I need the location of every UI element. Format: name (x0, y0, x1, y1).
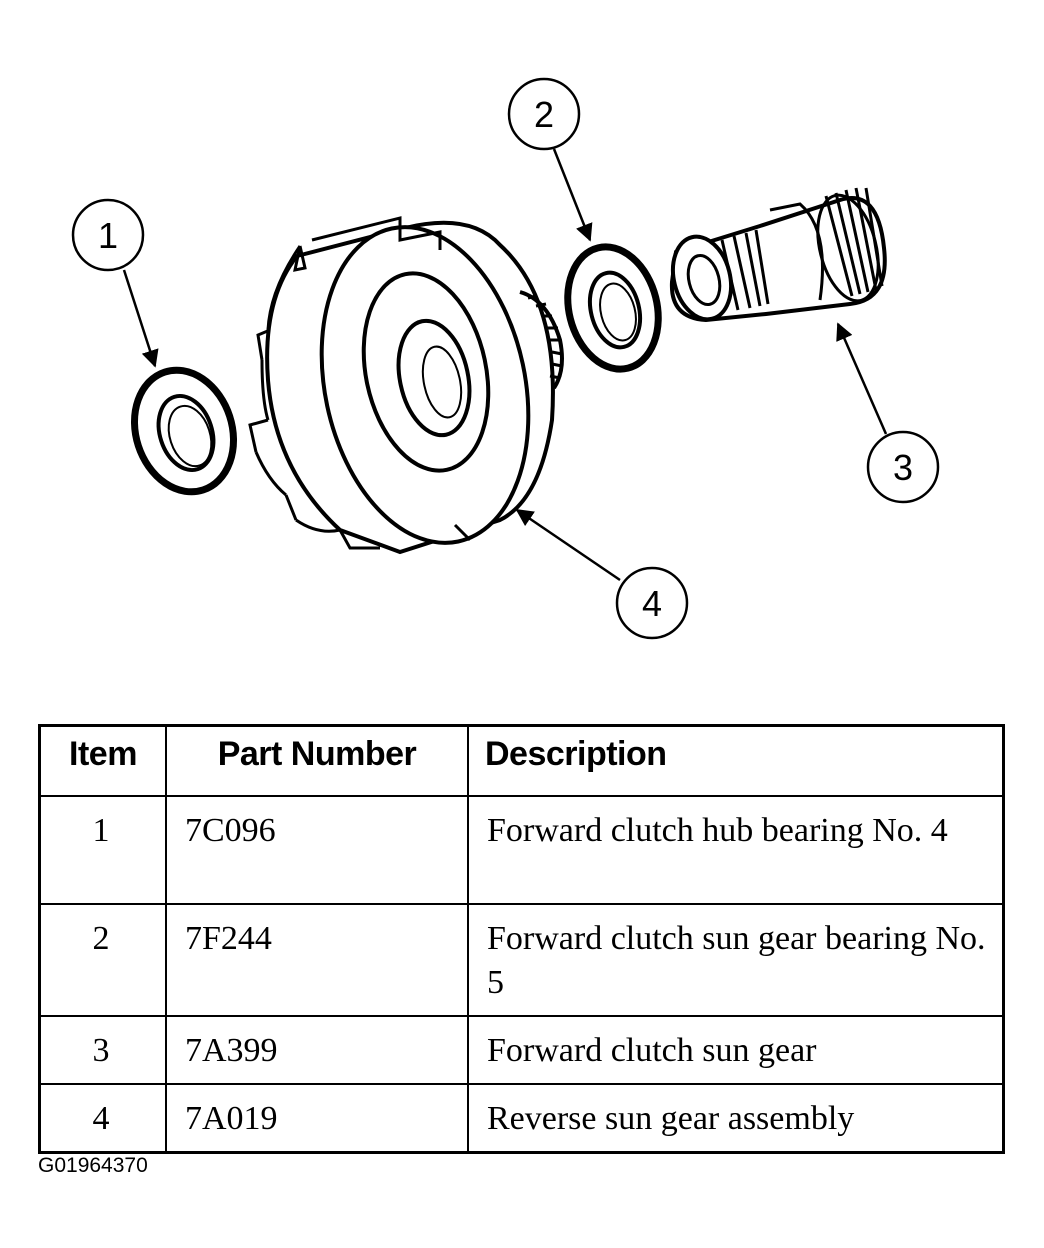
exploded-parts-diagram: 1 2 3 4 (71, 77, 940, 640)
row-description: Forward clutch hub bearing No. 4 (467, 795, 1005, 905)
row-part-number: 7C096 (165, 795, 469, 905)
table-row: 2 7F244 Forward clutch sun gear bearing … (38, 903, 1005, 1017)
header-part-number: Part Number (165, 724, 469, 797)
reverse-sun-gear-drum (248, 216, 564, 555)
table-header-row: Item Part Number Description (38, 724, 1005, 797)
row-description: Forward clutch sun gear bearing No. 5 (467, 903, 1005, 1017)
callout-1: 1 (71, 198, 159, 368)
row-item: 4 (38, 1083, 167, 1154)
svg-text:2: 2 (534, 94, 554, 135)
forward-clutch-sun-gear (669, 187, 887, 323)
figure-id: G01964370 (38, 1154, 148, 1177)
row-item: 3 (38, 1015, 167, 1085)
callout-4: 4 (515, 508, 689, 640)
svg-text:1: 1 (98, 215, 118, 256)
row-part-number: 7F244 (165, 903, 469, 1017)
table-row: 4 7A019 Reverse sun gear assembly (38, 1083, 1005, 1154)
hub-bearing-washer (130, 366, 238, 496)
svg-text:3: 3 (893, 447, 913, 488)
callout-2: 2 (507, 77, 593, 242)
row-description: Forward clutch sun gear (467, 1015, 1005, 1085)
header-item: Item (38, 724, 167, 797)
parts-table: Item Part Number Description 1 7C096 For… (38, 724, 1005, 1154)
row-item: 1 (38, 795, 167, 905)
sun-gear-bearing-washer (564, 243, 662, 373)
header-description: Description (467, 724, 1005, 797)
row-item: 2 (38, 903, 167, 1017)
row-part-number: 7A019 (165, 1083, 469, 1154)
table-row: 1 7C096 Forward clutch hub bearing No. 4 (38, 795, 1005, 905)
row-part-number: 7A399 (165, 1015, 469, 1085)
svg-text:4: 4 (642, 583, 662, 624)
table-row: 3 7A399 Forward clutch sun gear (38, 1015, 1005, 1085)
row-description: Reverse sun gear assembly (467, 1083, 1005, 1154)
callout-3: 3 (836, 322, 940, 504)
